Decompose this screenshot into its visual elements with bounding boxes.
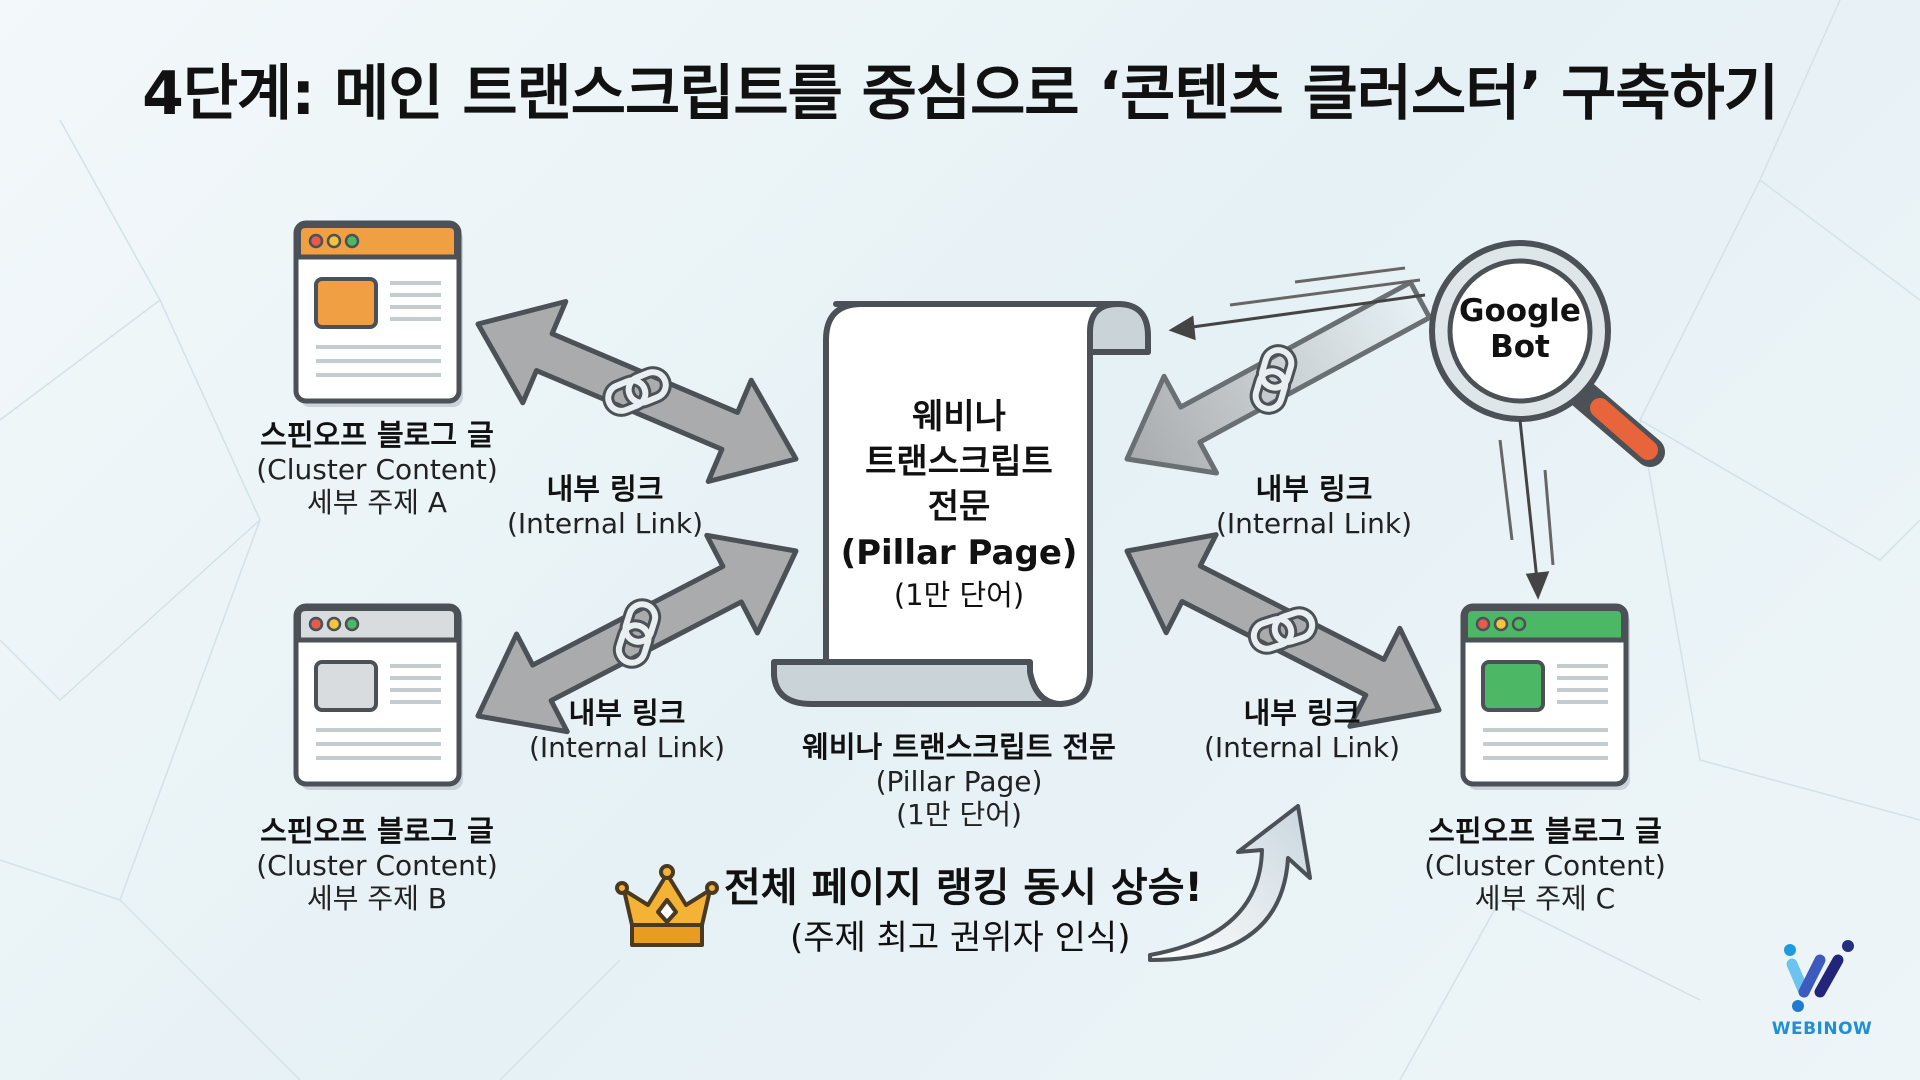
crown-icon xyxy=(615,864,719,947)
googlebot-label: Google Bot xyxy=(1459,293,1581,365)
cluster-topic: 세부 주제 A xyxy=(307,486,447,520)
link-label-top-right: 내부 링크(Internal Link) xyxy=(1216,472,1412,540)
link-ko: 내부 링크 xyxy=(1243,696,1361,730)
link-en: (Internal Link) xyxy=(1204,730,1400,764)
googlebot-line: Bot xyxy=(1490,328,1550,365)
link-ko: 내부 링크 xyxy=(546,472,664,506)
link-ko: 내부 링크 xyxy=(568,696,686,730)
cluster-topic: 세부 주제 B xyxy=(306,882,448,916)
browser-window-icon xyxy=(293,603,463,790)
growth-arrow xyxy=(1148,804,1312,962)
link-en: (Internal Link) xyxy=(507,506,703,540)
pillar-line: 트랜스크립트 xyxy=(865,442,1053,483)
caption-line: (1만 단어) xyxy=(896,798,1022,832)
chain-link-icon xyxy=(1247,606,1319,655)
cluster-label-c: 스핀오프 블로그 글 (Cluster Content) 세부 주제 C xyxy=(1424,814,1666,916)
logo-text: WEBINOW xyxy=(1771,1019,1873,1039)
crawl-arrows xyxy=(1168,266,1555,600)
magnifier-icon xyxy=(1429,240,1665,467)
chain-link-icon xyxy=(602,366,672,417)
link-ko: 내부 링크 xyxy=(1255,472,1373,506)
browser-window-icon xyxy=(1460,603,1630,790)
cluster-title: 스핀오프 블로그 글 xyxy=(260,814,494,848)
pillar-line: (Pillar Page) xyxy=(840,532,1078,573)
pillar-line: 웨비나 xyxy=(912,397,1006,437)
result-subtitle: (주제 최고 권위자 인식) xyxy=(790,918,1131,958)
cluster-subtitle: (Cluster Content) xyxy=(256,452,498,486)
link-arrow-top-left xyxy=(475,299,799,484)
googlebot-line: Google xyxy=(1459,293,1581,329)
caption-line: (Pillar Page) xyxy=(875,764,1043,798)
link-label-bottom-right: 내부 링크(Internal Link) xyxy=(1204,696,1400,764)
cluster-title: 스핀오프 블로그 글 xyxy=(1428,814,1662,848)
pillar-line: (1만 단어) xyxy=(893,577,1025,612)
link-arrow-top-right xyxy=(1124,279,1433,476)
chain-link-icon xyxy=(612,598,662,669)
link-en: (Internal Link) xyxy=(1216,506,1412,540)
link-en: (Internal Link) xyxy=(529,730,725,764)
pillar-caption: 웨비나 트랜스크립트 전문 (Pillar Page) (1만 단어) xyxy=(802,730,1116,832)
link-arrow-bottom-right xyxy=(1124,532,1442,729)
webinow-logo xyxy=(1784,940,1854,1012)
link-label-bottom-left: 내부 링크(Internal Link) xyxy=(529,696,725,764)
cluster-subtitle: (Cluster Content) xyxy=(1424,848,1666,882)
link-arrow-bottom-left xyxy=(475,532,799,735)
page-title: 4단계: 메인 트랜스크립트를 중심으로 ‘콘텐츠 클러스터’ 구축하기 xyxy=(142,59,1779,129)
link-label-top-left: 내부 링크(Internal Link) xyxy=(507,472,703,540)
browser-window-icon xyxy=(293,220,463,407)
pillar-page-scroll xyxy=(771,301,1151,707)
result-headline: 전체 페이지 랭킹 동시 상승! xyxy=(724,865,1203,911)
cluster-label-a: 스핀오프 블로그 글 (Cluster Content) 세부 주제 A xyxy=(256,418,498,520)
pillar-label: 웨비나 트랜스크립트 전문 (Pillar Page) (1만 단어) xyxy=(841,395,1078,614)
cluster-label-b: 스핀오프 블로그 글 (Cluster Content) 세부 주제 B xyxy=(256,814,498,916)
chain-link-icon xyxy=(1249,344,1298,415)
pillar-line: 전문 xyxy=(927,487,991,528)
caption-title: 웨비나 트랜스크립트 전문 xyxy=(802,730,1116,764)
cluster-subtitle: (Cluster Content) xyxy=(256,848,498,882)
cluster-title: 스핀오프 블로그 글 xyxy=(260,418,494,452)
cluster-topic: 세부 주제 C xyxy=(1474,882,1616,916)
